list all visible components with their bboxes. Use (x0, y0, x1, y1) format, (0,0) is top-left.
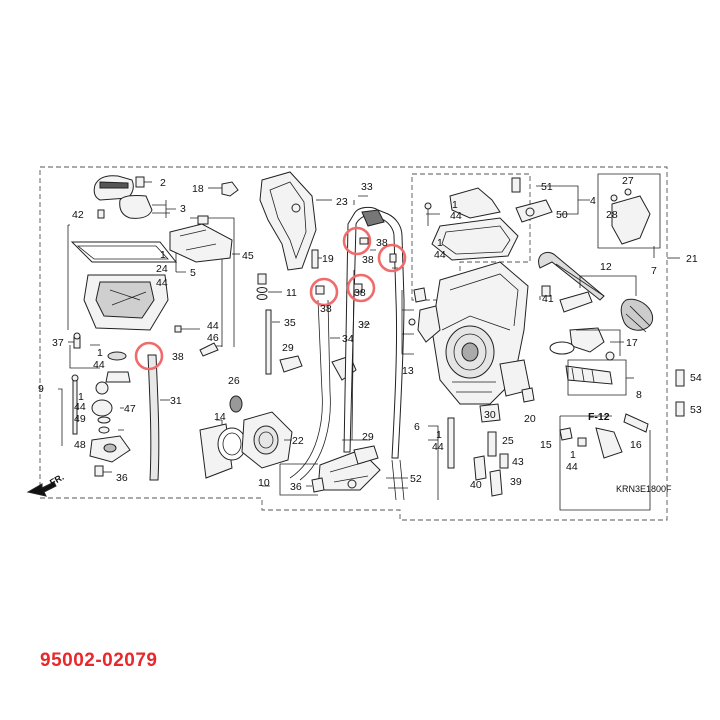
callout-1-b: 1 (97, 347, 103, 359)
callout-54: 54 (690, 372, 702, 384)
callout-21: 21 (686, 253, 698, 265)
callout-33: 33 (361, 181, 373, 193)
callout-12: 12 (600, 261, 612, 273)
callout-47: 47 (124, 403, 136, 415)
callout-labels: 2 3 42 1 24 44 5 37 1 44 38 44 46 45 9 4… (38, 175, 702, 494)
callout-15: 15 (540, 439, 552, 451)
callout-37: 37 (52, 337, 64, 349)
callout-44-a: 44 (156, 277, 168, 289)
callout-1-c: 1 (78, 391, 84, 403)
callout-41: 41 (542, 293, 554, 305)
callout-14: 14 (214, 411, 226, 423)
highlight-markers (134, 226, 407, 371)
callout-34: 34 (342, 333, 354, 345)
callout-44-g: 44 (432, 441, 444, 453)
callout-50: 50 (556, 209, 568, 221)
highlight-circle-1 (134, 341, 164, 371)
callout-1-e: 1 (437, 237, 443, 249)
reference-label: F-12 (588, 411, 610, 423)
callout-38-d: 38 (320, 303, 332, 315)
front-label: FR. (48, 472, 66, 488)
callout-44-f: 44 (434, 249, 446, 261)
callout-32: 32 (358, 319, 370, 331)
callout-44-c: 44 (207, 320, 219, 332)
callout-1-f: 1 (436, 429, 442, 441)
callout-53: 53 (690, 404, 702, 416)
callout-29-a: 29 (282, 342, 294, 354)
callout-5: 5 (190, 267, 196, 279)
callout-13: 13 (402, 365, 414, 377)
vent-hoses-group (315, 195, 408, 501)
callout-43: 43 (512, 456, 524, 468)
assembly-frame (39, 166, 668, 521)
callout-26: 26 (228, 375, 240, 387)
callout-1-g: 1 (570, 449, 576, 461)
highlight-circle-5 (346, 273, 376, 303)
callout-24: 24 (156, 263, 168, 275)
carburetor-body-group (26, 173, 685, 511)
callout-45: 45 (242, 250, 254, 262)
highlight-circle-2 (342, 226, 372, 256)
callout-51: 51 (541, 181, 553, 193)
float-chamber-group (58, 175, 235, 481)
front-arrow-icon (26, 481, 57, 497)
callout-48: 48 (74, 439, 86, 451)
callout-38-b: 38 (376, 237, 388, 249)
callout-3: 3 (180, 203, 186, 215)
callout-23: 23 (336, 196, 348, 208)
callout-27: 27 (622, 175, 634, 187)
callout-44-e: 44 (450, 210, 462, 222)
callout-44-h: 44 (566, 461, 578, 473)
callout-7: 7 (651, 265, 657, 277)
callout-18: 18 (192, 183, 204, 195)
callout-6: 6 (414, 421, 420, 433)
callout-8: 8 (636, 389, 642, 401)
callout-4: 4 (590, 195, 596, 207)
callout-11: 11 (286, 287, 297, 299)
callout-10: 10 (258, 477, 270, 489)
callout-2: 2 (160, 177, 166, 189)
callout-1-d: 1 (452, 199, 458, 211)
callout-38-c: 38 (362, 254, 374, 266)
callout-30: 30 (484, 409, 496, 421)
callout-20: 20 (524, 413, 536, 425)
callout-42: 42 (72, 209, 84, 221)
callout-25: 25 (502, 435, 514, 447)
callout-29-b: 29 (362, 431, 374, 443)
callout-9: 9 (38, 383, 44, 395)
callout-22: 22 (292, 435, 304, 447)
callout-1-a: 1 (160, 249, 166, 261)
callout-39: 39 (510, 476, 522, 488)
callout-44-b: 44 (93, 359, 105, 371)
callout-36-a: 36 (116, 472, 128, 484)
diagram-code: KRN3E1800F (616, 484, 672, 494)
callout-17: 17 (626, 337, 638, 349)
callout-28: 28 (606, 209, 618, 221)
callout-38-a: 38 (172, 351, 184, 363)
callout-44-d: 44 (74, 401, 86, 413)
callout-31: 31 (170, 395, 182, 407)
highlight-circle-4 (309, 277, 339, 307)
callout-49: 49 (74, 413, 86, 425)
callout-35: 35 (284, 317, 296, 329)
callout-38-e: 38 (354, 287, 366, 299)
callout-19: 19 (322, 253, 334, 265)
part-number: 95002-02079 (40, 650, 158, 671)
callout-46: 46 (207, 332, 219, 344)
callout-36-b: 36 (290, 481, 302, 493)
callout-52: 52 (410, 473, 422, 485)
callout-16: 16 (630, 439, 642, 451)
highlight-circle-3 (377, 243, 407, 273)
callout-40: 40 (470, 479, 482, 491)
